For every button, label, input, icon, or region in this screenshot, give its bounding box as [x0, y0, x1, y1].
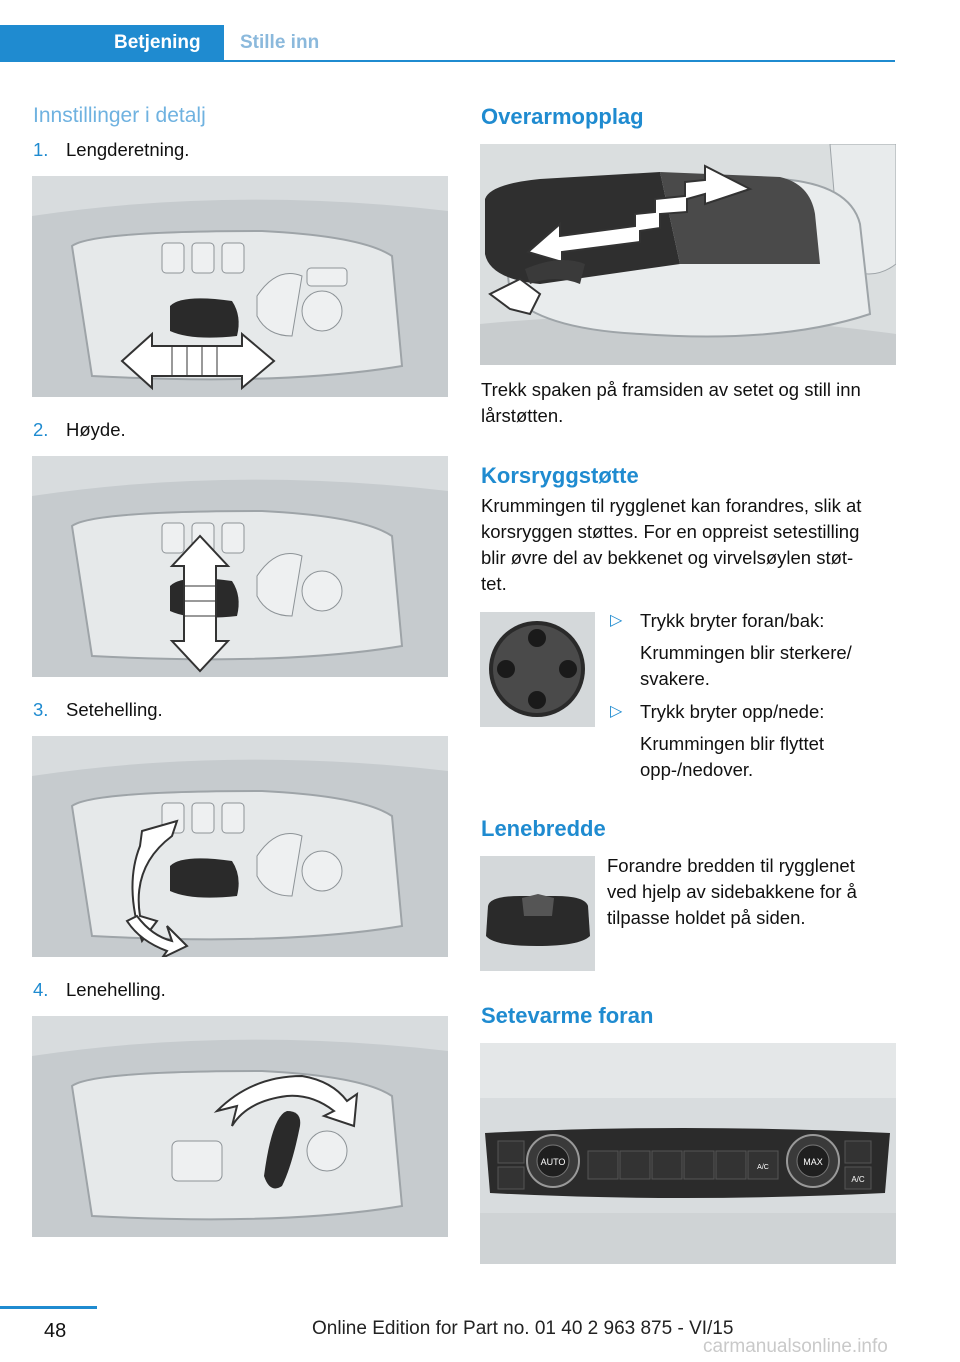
lumbar-text-line: tet.	[481, 573, 507, 594]
lumbar-text-line: blir øvre del av bekkenet og virvelsøyle…	[481, 547, 854, 568]
list-label: Høyde.	[66, 419, 126, 440]
seat-longitudinal-illustration	[32, 176, 448, 397]
tab-betjening[interactable]: Betjening	[0, 25, 224, 61]
list-number: 4.	[33, 979, 49, 1000]
armrest-text: Trekk spaken på framsiden av setet og st…	[481, 377, 861, 429]
armrest-illustration	[480, 144, 896, 365]
bullet-item: ▷ Trykk bryter foran/bak: Krummingen bli…	[610, 608, 900, 692]
bullet-desc: opp-/nedover.	[640, 759, 754, 780]
seat-height-illustration	[32, 456, 448, 677]
page-number: 48	[44, 1320, 67, 1342]
max-button-label: MAX	[803, 1157, 823, 1167]
auto-button-label: AUTO	[541, 1157, 566, 1167]
edition-text: Online Edition for Part no. 01 40 2 963 …	[312, 1318, 734, 1339]
footer-rule	[0, 1306, 97, 1309]
width-heading: Lenebredde	[481, 816, 606, 841]
watermark: carmanualsonline.info	[703, 1336, 888, 1357]
list-number: 3.	[33, 699, 49, 720]
climate-panel-illustration: AUTO MAX A/C A/C	[480, 1043, 896, 1264]
list-item-1: 1. Lengderetning.	[33, 137, 189, 163]
tab-stille-inn[interactable]: Stille inn	[240, 32, 320, 53]
triangle-right-icon: ▷	[610, 703, 623, 720]
width-text-line: tilpasse holdet på siden.	[607, 907, 806, 928]
width-text-line: ved hjelp av sidebakkene for å	[607, 881, 857, 902]
armrest-text-line: lårstøtten.	[481, 405, 564, 426]
lumbar-text-line: Krummingen til rygglenet kan forandres, …	[481, 495, 862, 516]
header-rule	[0, 60, 895, 62]
seat-tilt-illustration	[32, 736, 448, 957]
bullet-item: ▷ Trykk bryter opp/nede: Krummingen blir…	[610, 699, 900, 783]
ac-small-button-label: A/C	[757, 1164, 769, 1171]
width-text: Forandre bredden til rygglenet ved hjelp…	[607, 853, 857, 931]
width-switch-illustration	[480, 856, 595, 971]
lumbar-text-line: korsryggen støttes. For en oppreist sete…	[481, 521, 860, 542]
list-label: Setehelling.	[66, 699, 163, 720]
ac-button-label: A/C	[851, 1175, 865, 1184]
bullet-title: Trykk bryter opp/nede:	[640, 701, 825, 722]
heating-heading: Setevarme foran	[481, 1003, 654, 1028]
bullet-desc: svakere.	[640, 668, 710, 689]
list-label: Lengderetning.	[66, 139, 190, 160]
lumbar-switch-illustration	[480, 612, 595, 727]
list-item-3: 3. Setehelling.	[33, 697, 163, 723]
list-item-2: 2. Høyde.	[33, 417, 126, 443]
backrest-tilt-illustration	[32, 1016, 448, 1237]
left-heading: Innstillinger i detalj	[33, 104, 206, 127]
lumbar-bullets: ▷ Trykk bryter foran/bak: Krummingen bli…	[610, 608, 900, 783]
armrest-heading: Overarmopplag	[481, 104, 644, 129]
bullet-desc: Krummingen blir sterkere/	[640, 642, 852, 663]
armrest-text-line: Trekk spaken på framsiden av setet og st…	[481, 379, 861, 400]
width-text-line: Forandre bredden til rygglenet	[607, 855, 855, 876]
bullet-desc: Krummingen blir flyttet	[640, 733, 825, 754]
list-number: 1.	[33, 139, 49, 160]
list-number: 2.	[33, 419, 49, 440]
list-label: Lenehelling.	[66, 979, 166, 1000]
triangle-right-icon: ▷	[610, 612, 623, 629]
lumbar-text: Krummingen til rygglenet kan forandres, …	[481, 493, 861, 597]
lumbar-heading: Korsryggstøtte	[481, 463, 639, 488]
list-item-4: 4. Lenehelling.	[33, 977, 166, 1003]
bullet-title: Trykk bryter foran/bak:	[640, 610, 825, 631]
